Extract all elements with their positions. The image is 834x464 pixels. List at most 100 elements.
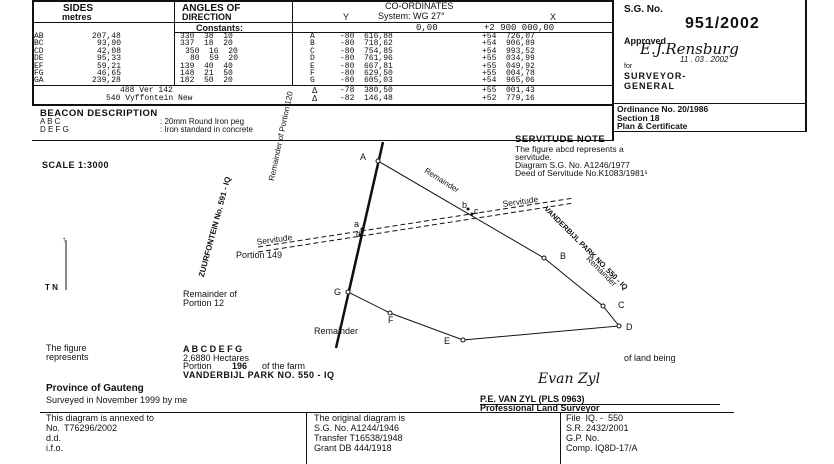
footer-no-label: No. [46, 423, 61, 433]
figure-represents: represents [46, 352, 89, 362]
figure-area: 2,6880 Hectares [183, 353, 250, 363]
angle-cell: 139 40 40 [180, 61, 233, 71]
coord-y: -80 761,96 [340, 54, 393, 64]
servitude-line [257, 197, 575, 248]
side-length: 42,08 [97, 46, 122, 56]
servitude-note-title: SERVITUDE NOTE [515, 134, 606, 145]
side-name: EF [34, 61, 44, 71]
beacon-desc: : Iron standard in concrete [160, 125, 253, 134]
ordinance-plan: Plan & Certificate [617, 121, 688, 131]
surveyed-by: Surveyed in November 1999 by me [46, 395, 188, 405]
footer-comp: Comp. IQ8D-17/A [566, 443, 638, 453]
table-body-divider [32, 85, 612, 86]
coord-y: -80 667,81 [340, 61, 393, 71]
sg-label: S.G. No. [624, 4, 663, 15]
side-length: 93,90 [97, 39, 122, 49]
table-col-divider-3 [612, 0, 614, 140]
side-name: CD [34, 46, 44, 56]
footer-transfer: Transfer T16538/1948 [314, 433, 403, 443]
footer-col-divider [306, 412, 307, 464]
coord-x: +54 965,06 [482, 76, 535, 86]
ref-mark-x: +55 001,43 [482, 86, 535, 95]
coords-table: A-80 616,88+54 726,07 B-80 718,62+54 906… [310, 33, 610, 85]
parcel-boundary [347, 160, 620, 341]
footer-original: The original diagram is [314, 413, 406, 423]
ref-mark-y: -78 380,50 [340, 86, 393, 95]
side-length: 207,48 [92, 32, 121, 41]
side-length: 46,65 [97, 68, 122, 78]
angles-table: 330 38 10 337 18 20 350 16 20 80 59 20 1… [180, 32, 290, 86]
sides-unit: metres [62, 12, 92, 22]
sg-box-divider [612, 103, 807, 104]
side-name: BC [34, 39, 44, 49]
ref-mark-label: 540 Vyffontein New [106, 94, 193, 103]
north-arrow-symbol: ↑ [62, 235, 66, 244]
servitude-marker [358, 233, 362, 237]
sg-number: 951/2002 [685, 15, 760, 32]
sg-for: for [624, 63, 633, 70]
beacon-marker [460, 337, 466, 343]
servitude-label-c: c [474, 206, 479, 216]
coord-x: +55 004,78 [482, 68, 535, 78]
beacon-points: A B C [40, 117, 61, 126]
coords-x-label: X [550, 12, 557, 22]
coord-point: G [310, 76, 315, 86]
ordinance-section: Section 18 [617, 113, 660, 123]
side-name: GA [34, 76, 44, 86]
servitude-line [257, 202, 575, 253]
beacon-marker [600, 303, 606, 309]
servitude-label-a: a [354, 219, 360, 229]
coord-x: +55 034,99 [482, 54, 535, 64]
portion149-label: Portion 149 [236, 250, 283, 260]
footer-file: File IQ. - 550 [566, 413, 624, 423]
servitude-note-line: The figure abcd represents a [515, 144, 624, 154]
ref-mark-symbol: Δ [312, 86, 318, 95]
coord-point: C [310, 46, 315, 56]
beacon-label-e: E [444, 336, 451, 346]
remainder-portion12-label: Portion 12 [183, 298, 225, 308]
beacon-label-c: C [618, 300, 625, 310]
side-row: CD 42,08 [34, 46, 174, 56]
beacon-label-f: F [388, 315, 394, 325]
coord-y: -80 616,88 [340, 32, 393, 41]
beacon-marker [375, 158, 381, 164]
surveyor-title: Professional Land Surveyor [480, 403, 600, 413]
table-top-border [32, 0, 612, 2]
coord-y: -80 605,03 [340, 76, 393, 86]
side-row: BC 93,90 [34, 39, 174, 49]
side-name: FG [34, 68, 44, 78]
footer-sg-orig: S.G. No. A1244/1946 [314, 423, 400, 433]
coord-row: A-80 616,88+54 726,07 [310, 32, 610, 41]
servitude-label-b: b [462, 200, 468, 210]
angle-cell: 148 21 50 [180, 68, 233, 78]
beacon-label-d: D [626, 322, 633, 332]
ref-mark-symbol: Δ [312, 94, 318, 103]
figure-label: The figure [46, 343, 87, 353]
surveyor-underline [480, 404, 720, 405]
side-length: 95,33 [97, 54, 122, 64]
constant-x: +2 900 000,00 [484, 23, 555, 33]
beacon-points: D E F G [40, 125, 69, 134]
north-arrow-label: T N [45, 283, 58, 292]
sg-surveyor: SURVEYOR- [624, 71, 687, 81]
footer-col-divider [560, 412, 561, 464]
coord-row: D-80 761,96+55 034,99 [310, 54, 610, 64]
figure-of-farm: of the farm [262, 361, 306, 371]
beacon-desc: : 20mm Round Iron peg [160, 117, 245, 126]
angles-subheader: DIRECTION [182, 12, 232, 22]
coord-x: +54 726,07 [482, 32, 535, 41]
table-col-divider-2 [292, 0, 293, 86]
footer-sr: S.R. 2432/2001 [566, 423, 629, 433]
figure-land-being: of land being [624, 353, 676, 363]
surveyor-name: P.E. VAN ZYL (PLS 0963) [480, 394, 585, 404]
sg-approved: Approved [624, 36, 667, 46]
sg-signature: E.J.Rensburg [640, 40, 739, 58]
angle-cell: 182 50 20 [180, 76, 233, 86]
ref-mark-x: +52 779,16 [482, 94, 535, 103]
coord-point: F [310, 68, 315, 78]
footer-dd: d.d. [46, 433, 62, 443]
beacon-label-b: B [560, 251, 567, 261]
side-name: AB [34, 32, 44, 41]
